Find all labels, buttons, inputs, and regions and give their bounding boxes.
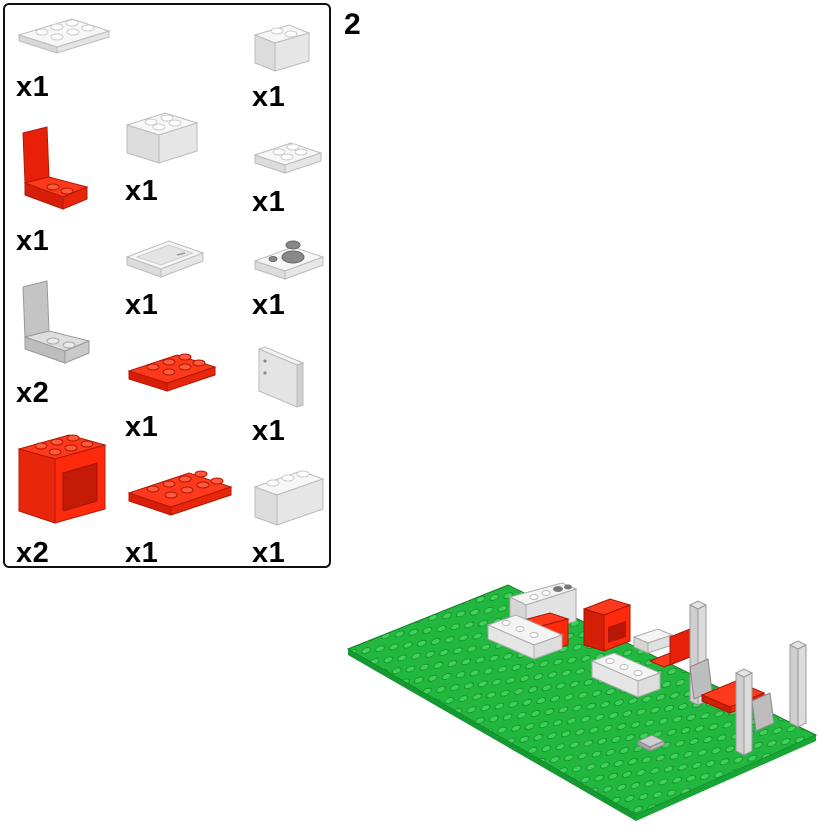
qty-white-brick-2x2: x1 bbox=[125, 175, 159, 207]
assembly-render bbox=[340, 575, 818, 830]
qty-white-plate-2x2: x1 bbox=[252, 186, 286, 218]
qty-red-plate-2x4: x1 bbox=[125, 537, 159, 569]
qty-white-brick-1x2: x1 bbox=[252, 81, 286, 113]
qty-red-cupboard: x2 bbox=[16, 537, 50, 569]
qty-white-plate-holes: x1 bbox=[252, 289, 286, 321]
qty-white-tile-frame: x1 bbox=[125, 289, 159, 321]
parts-list-panel: x1 x1 x1 bbox=[3, 3, 331, 568]
qty-red-plate-2x3: x1 bbox=[125, 411, 159, 443]
qty-white-brick-1x3: x1 bbox=[252, 537, 286, 569]
qty-white-door-panel: x1 bbox=[252, 415, 286, 447]
step-number: 2 bbox=[344, 8, 361, 41]
qty-white-plate-2x4: x1 bbox=[16, 71, 50, 103]
qty-red-seat: x1 bbox=[16, 225, 50, 257]
qty-gray-seat: x2 bbox=[16, 377, 50, 409]
